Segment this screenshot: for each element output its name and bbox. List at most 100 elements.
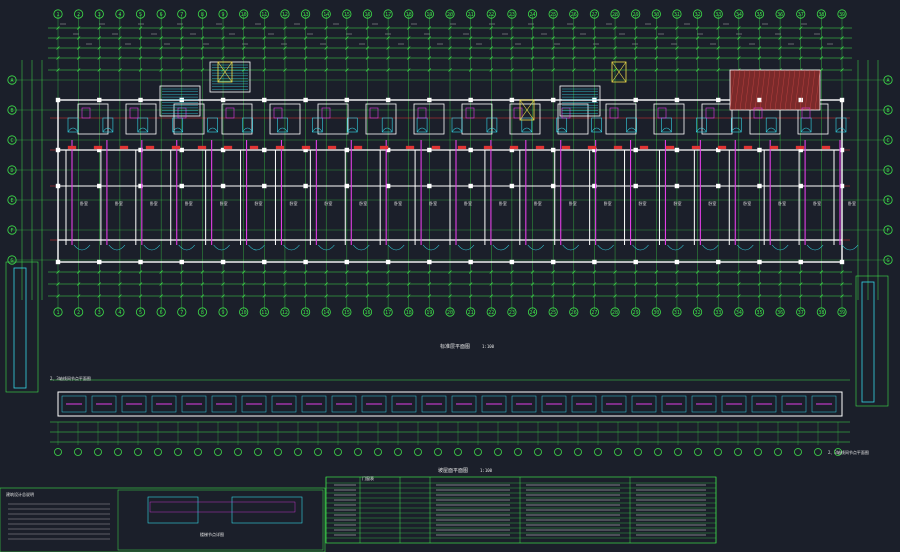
axis-bubble <box>197 9 208 19</box>
column <box>427 183 432 189</box>
axis-label: 24 <box>530 310 536 316</box>
fixture <box>67 117 79 133</box>
axis-label: F <box>886 228 889 234</box>
red-element <box>405 145 415 150</box>
axis-label: A <box>886 78 889 84</box>
column <box>509 183 515 189</box>
roof-unit <box>481 395 507 413</box>
axis-bubble <box>883 255 893 265</box>
axis-bubble <box>527 9 538 19</box>
axis-label: 32 <box>695 12 701 18</box>
window-arc <box>457 244 475 251</box>
roof-unit <box>331 395 357 413</box>
toilet <box>369 107 379 119</box>
column <box>757 183 762 189</box>
roof-unit <box>631 395 657 413</box>
axis-label: 34 <box>736 12 742 18</box>
roof-unit <box>151 395 177 413</box>
axis-label: 5 <box>139 310 142 316</box>
axis-bubble <box>672 9 682 19</box>
axis-label: 16 <box>364 310 370 316</box>
roof-unit <box>211 395 237 413</box>
column <box>262 97 267 103</box>
toilet <box>417 107 427 119</box>
axis-bubble <box>494 448 502 456</box>
axis-bubble <box>837 9 847 19</box>
axis-bubble <box>174 448 182 456</box>
hatch <box>784 69 791 111</box>
axis-bubble <box>837 307 847 317</box>
column <box>344 183 350 189</box>
elevator-x <box>611 61 627 83</box>
axis-label: 1 <box>56 12 59 18</box>
axis-label: E <box>10 198 13 204</box>
axis-bubble <box>794 448 802 456</box>
axis-bubble <box>404 307 414 317</box>
column <box>138 147 143 153</box>
window-arc <box>702 244 719 251</box>
axis-bubble <box>342 307 352 317</box>
roof-unit <box>601 395 627 413</box>
column <box>468 183 473 189</box>
fixture <box>661 117 672 133</box>
axis-bubble <box>234 448 242 456</box>
axis-bubble <box>796 307 806 317</box>
axis-label: F <box>10 228 13 234</box>
main-plan-title: 标准层平面图 <box>440 343 470 350</box>
fixture <box>381 117 393 133</box>
axis-bubble <box>466 307 476 317</box>
room-label: 卧室 <box>220 200 228 206</box>
axis-bubble <box>218 307 228 317</box>
door-swing <box>102 127 114 133</box>
axis-bubble <box>816 307 826 317</box>
right-side-title: 2、3轴线间节点平面图 <box>828 449 869 455</box>
column <box>509 97 515 103</box>
room-label: 卧室 <box>115 200 123 206</box>
column <box>633 183 638 189</box>
axis-label: 29 <box>633 12 639 18</box>
fixture <box>730 117 742 133</box>
axis-label: 12 <box>282 310 288 316</box>
bottom-plan-title: 坡屋面平面图 <box>438 467 468 474</box>
axis-bubble <box>94 307 104 317</box>
fixture <box>835 117 847 133</box>
column <box>757 259 762 265</box>
hatch <box>734 69 741 111</box>
toilet <box>705 107 715 119</box>
axis-label: 3 <box>98 12 101 18</box>
door-swing <box>556 127 567 133</box>
hatch <box>799 69 806 111</box>
axis-label: 39 <box>839 12 845 18</box>
column <box>220 147 226 153</box>
window-arc <box>353 244 370 251</box>
axis-bubble <box>486 9 496 19</box>
axis-label: 21 <box>468 310 474 316</box>
red-element <box>821 145 831 150</box>
axis-label: 37 <box>798 12 804 18</box>
detail-title: 楼梯节点详图 <box>200 531 224 537</box>
bathroom <box>701 103 733 135</box>
room-label: 卧室 <box>324 200 332 206</box>
window-arc <box>841 244 859 251</box>
fixture <box>486 117 498 133</box>
axis-label: 35 <box>756 310 762 316</box>
axis-bubble <box>115 9 125 19</box>
axis-bubble <box>7 225 17 235</box>
room-details: 卧室卧室卧室卧室卧室卧室卧室卧室卧室卧室卧室卧室卧室卧室卧室卧室卧室卧室卧室卧室… <box>67 61 859 251</box>
column <box>344 97 350 103</box>
door-swing <box>172 127 183 133</box>
roof-unit <box>271 395 297 413</box>
axis-label: 21 <box>468 12 474 18</box>
axis-bubble <box>574 448 582 456</box>
room-label: 卧室 <box>743 200 751 206</box>
axis-bubble <box>239 9 249 19</box>
axis-bubble <box>548 9 558 19</box>
axis-bubble <box>334 448 342 456</box>
door-swing <box>835 127 847 133</box>
door-swing <box>451 127 463 133</box>
left-side-title: 2、3轴线间节点平面图 <box>50 375 91 381</box>
hatch <box>794 69 801 111</box>
axis-label: 20 <box>447 310 453 316</box>
column <box>385 97 391 103</box>
